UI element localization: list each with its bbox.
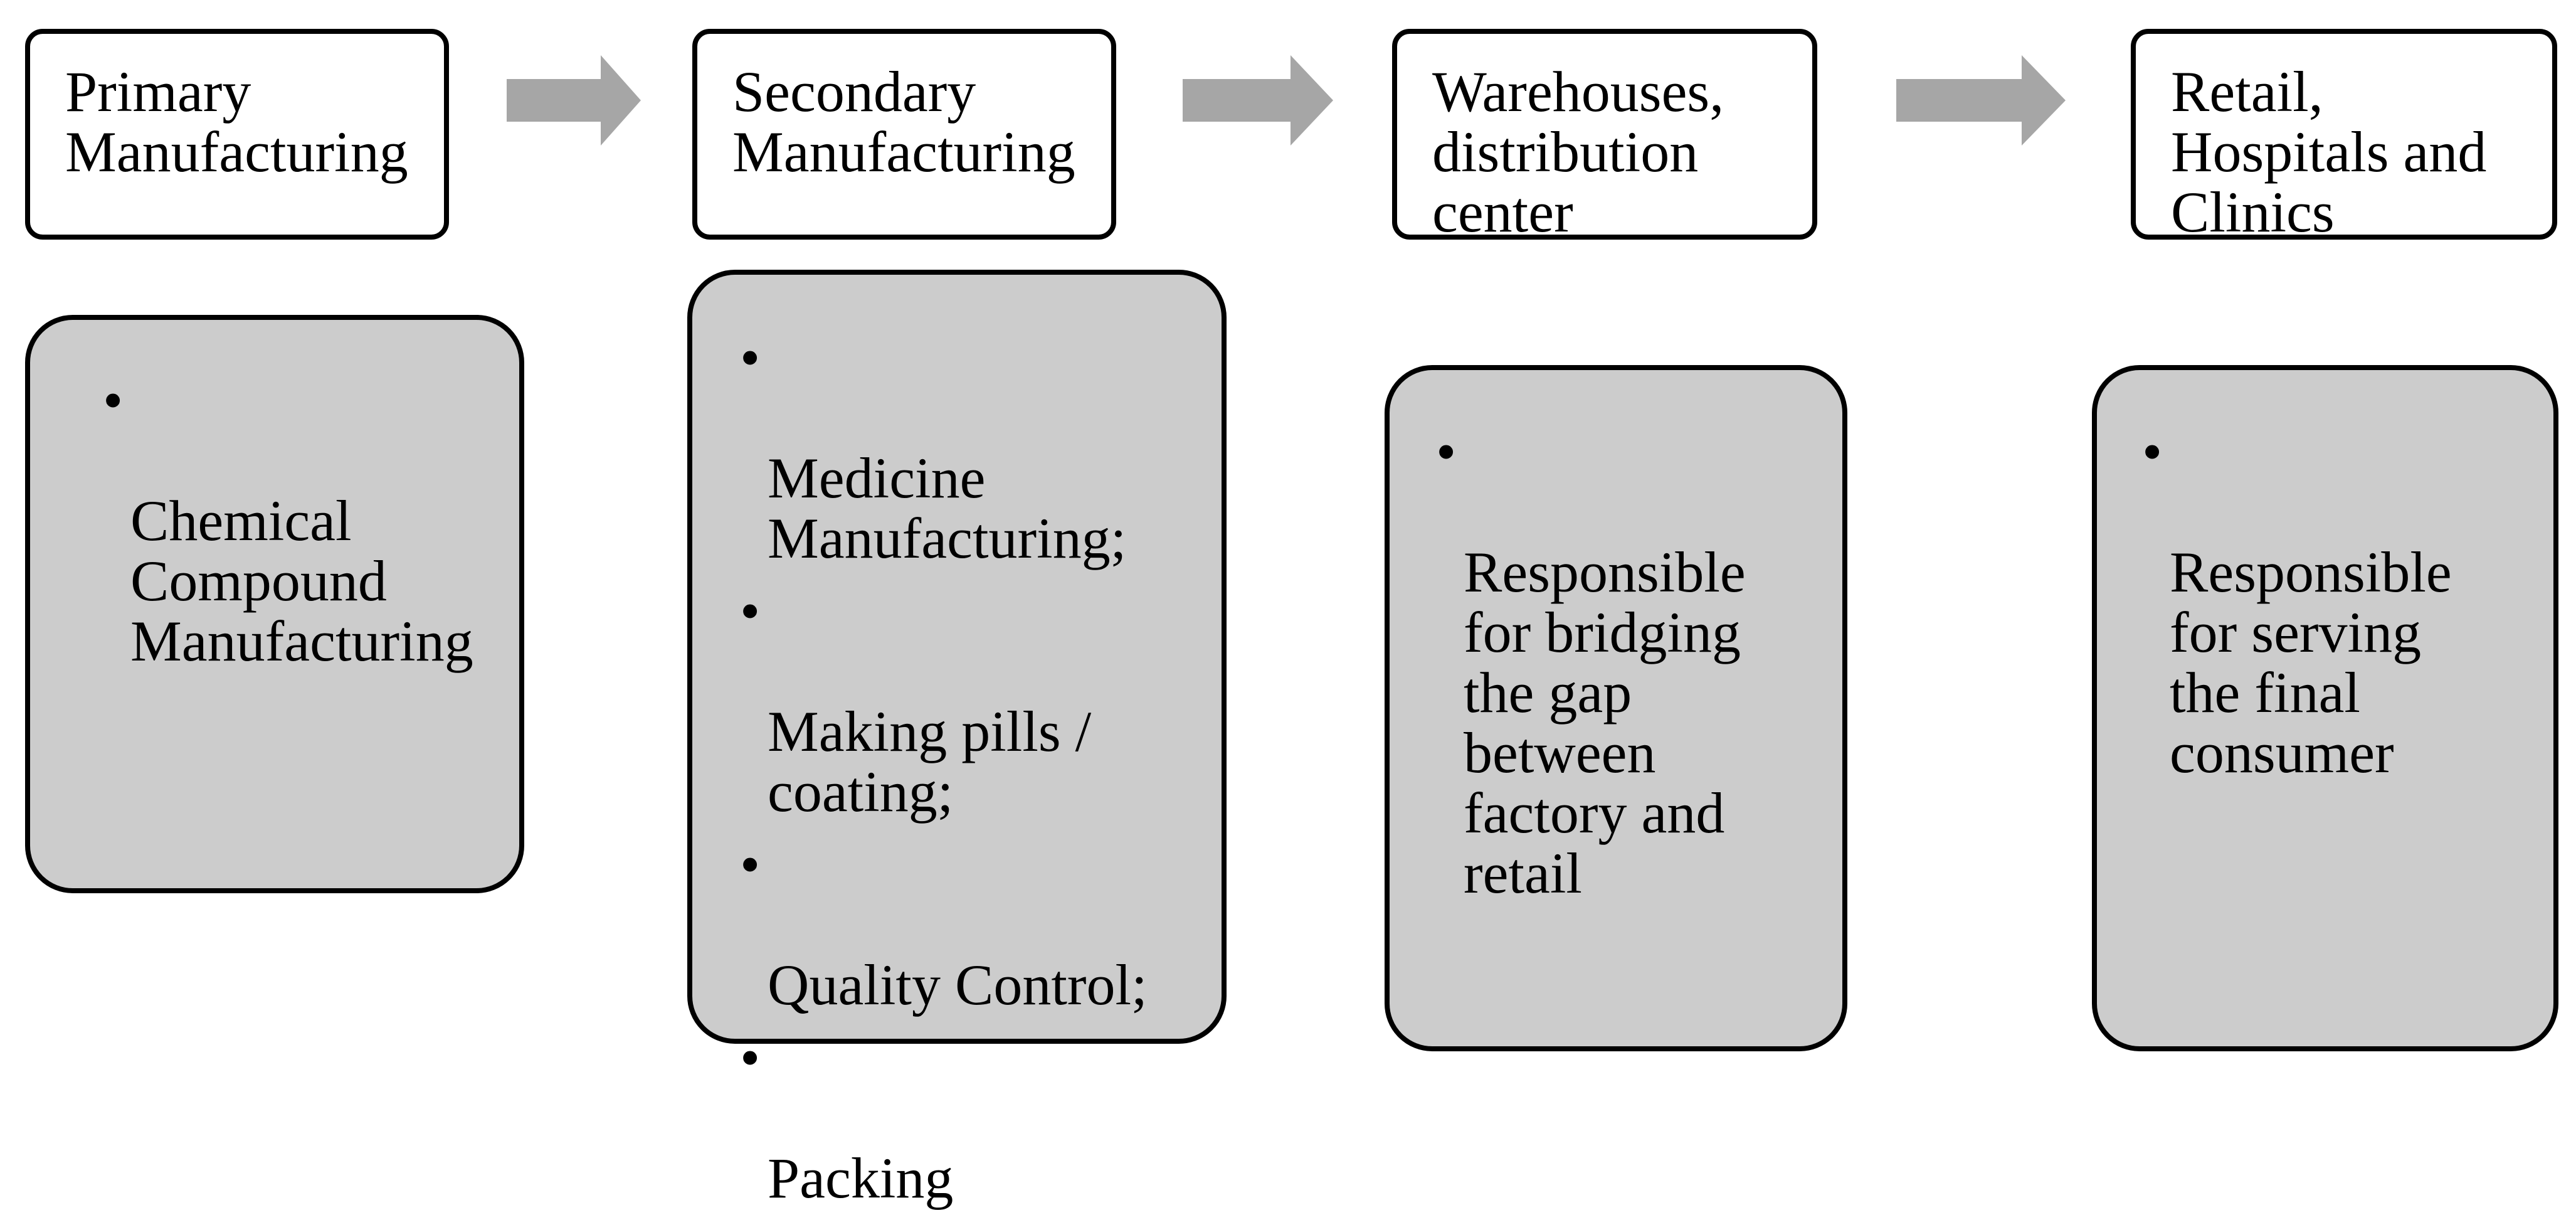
stage-title: Warehouses, distribution center (1432, 60, 1724, 240)
detail-box-warehouses: • Responsible for bridging the gap betwe… (1385, 365, 1847, 1051)
arrow-right-icon (1896, 55, 2066, 146)
bullet-icon: • (103, 368, 124, 432)
detail-item: • Responsible for serving the final cons… (2142, 422, 2553, 783)
detail-item: • Quality Control; (740, 834, 1222, 1015)
detail-item: • Making pills / coating; (740, 581, 1222, 822)
stage-box-primary-manufacturing: Primary Manufacturing (25, 29, 449, 240)
bullet-icon: • (740, 326, 761, 390)
bullet-icon: • (1436, 420, 1457, 484)
stage-box-secondary-manufacturing: Secondary Manufacturing (692, 29, 1116, 240)
detail-list: • Responsible for bridging the gap betwe… (1436, 422, 1842, 903)
bullet-icon: • (740, 832, 761, 896)
detail-item: • Chemical Compound Manufacturing (103, 370, 519, 671)
stage-box-retail: Retail, Hospitals and Clinics (2131, 29, 2557, 240)
detail-text: Quality Control; (768, 953, 1148, 1017)
detail-list: • Chemical Compound Manufacturing (103, 370, 519, 671)
detail-item: • Packing (740, 1027, 1222, 1208)
detail-text: Responsible for serving the final consum… (2170, 540, 2452, 785)
detail-box-secondary: • Medicine Manufacturing; • Making pills… (687, 270, 1227, 1208)
stage-box-warehouses: Warehouses, distribution center (1392, 29, 1817, 240)
stage-title: Primary Manufacturing (65, 60, 408, 184)
detail-text: Medicine Manufacturing; (768, 446, 1127, 570)
detail-box-primary: • Chemical Compound Manufacturing (25, 315, 524, 893)
arrow-right-icon (1183, 55, 1333, 146)
detail-item: • Responsible for bridging the gap betwe… (1436, 422, 1842, 903)
bullet-icon: • (740, 579, 761, 643)
bullet-icon: • (740, 1026, 761, 1090)
arrow-right-icon (507, 55, 641, 146)
detail-text: Making pills / coating; (768, 699, 1092, 824)
detail-item: • Medicine Manufacturing; (740, 327, 1222, 568)
detail-text: Responsible for bridging the gap between… (1464, 540, 1746, 905)
detail-list: • Medicine Manufacturing; • Making pills… (740, 327, 1222, 1208)
detail-text: Chemical Compound Manufacturing (130, 489, 473, 673)
detail-box-retail: • Responsible for serving the final cons… (2092, 365, 2558, 1051)
stage-title: Secondary Manufacturing (732, 60, 1075, 184)
detail-text: Packing (768, 1146, 954, 1210)
bullet-icon: • (2142, 420, 2163, 484)
stage-title: Retail, Hospitals and Clinics (2171, 60, 2487, 240)
detail-list: • Responsible for serving the final cons… (2142, 422, 2553, 783)
